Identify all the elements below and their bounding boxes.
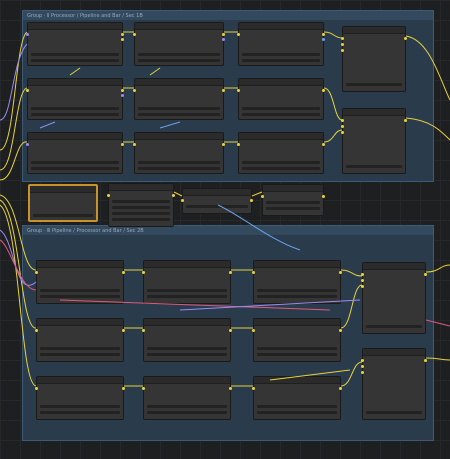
node-g2-r3-c2[interactable] bbox=[142, 376, 232, 420]
node-g1-r3-c1[interactable] bbox=[26, 132, 124, 174]
node-g2-r1-c2[interactable] bbox=[142, 260, 232, 304]
node-g1-r1-c2[interactable] bbox=[133, 22, 225, 66]
node-g2-r2-c2[interactable] bbox=[142, 318, 232, 362]
node-g2-r2-c1[interactable] bbox=[35, 318, 125, 362]
node-g2-r1-c1[interactable] bbox=[35, 260, 125, 304]
node-g2-right-1[interactable] bbox=[361, 262, 427, 334]
group-top-header[interactable] bbox=[23, 11, 433, 20]
node-g1-r1-c3[interactable] bbox=[237, 22, 325, 66]
node-g1-right-2[interactable] bbox=[341, 108, 407, 174]
node-g2-r3-c1[interactable] bbox=[35, 376, 125, 420]
node-mid-1[interactable] bbox=[107, 183, 175, 227]
node-g2-right-2[interactable] bbox=[361, 348, 427, 420]
group-bottom-title: Group · Ⅲ Pipeline / Processor and Bar /… bbox=[27, 228, 144, 234]
node-mid-2[interactable] bbox=[181, 188, 253, 214]
node-g1-r2-c2[interactable] bbox=[133, 78, 225, 120]
node-g1-r2-c1[interactable] bbox=[26, 78, 124, 120]
node-g1-r1-c1[interactable] bbox=[26, 22, 124, 66]
node-g1-r3-c3[interactable] bbox=[237, 132, 325, 174]
node-g1-right-1[interactable] bbox=[341, 26, 407, 92]
node-g2-r3-c3[interactable] bbox=[252, 376, 342, 420]
node-g1-r3-c2[interactable] bbox=[133, 132, 225, 174]
node-g1-r2-c3[interactable] bbox=[237, 78, 325, 120]
node-mid-3[interactable] bbox=[261, 184, 325, 216]
node-g2-r1-c3[interactable] bbox=[252, 260, 342, 304]
node-g2-r2-c3[interactable] bbox=[252, 318, 342, 362]
group-top-title: Group · Ⅱ Processor / Pipeline and Bar /… bbox=[27, 13, 143, 19]
node-selected[interactable] bbox=[28, 184, 98, 222]
